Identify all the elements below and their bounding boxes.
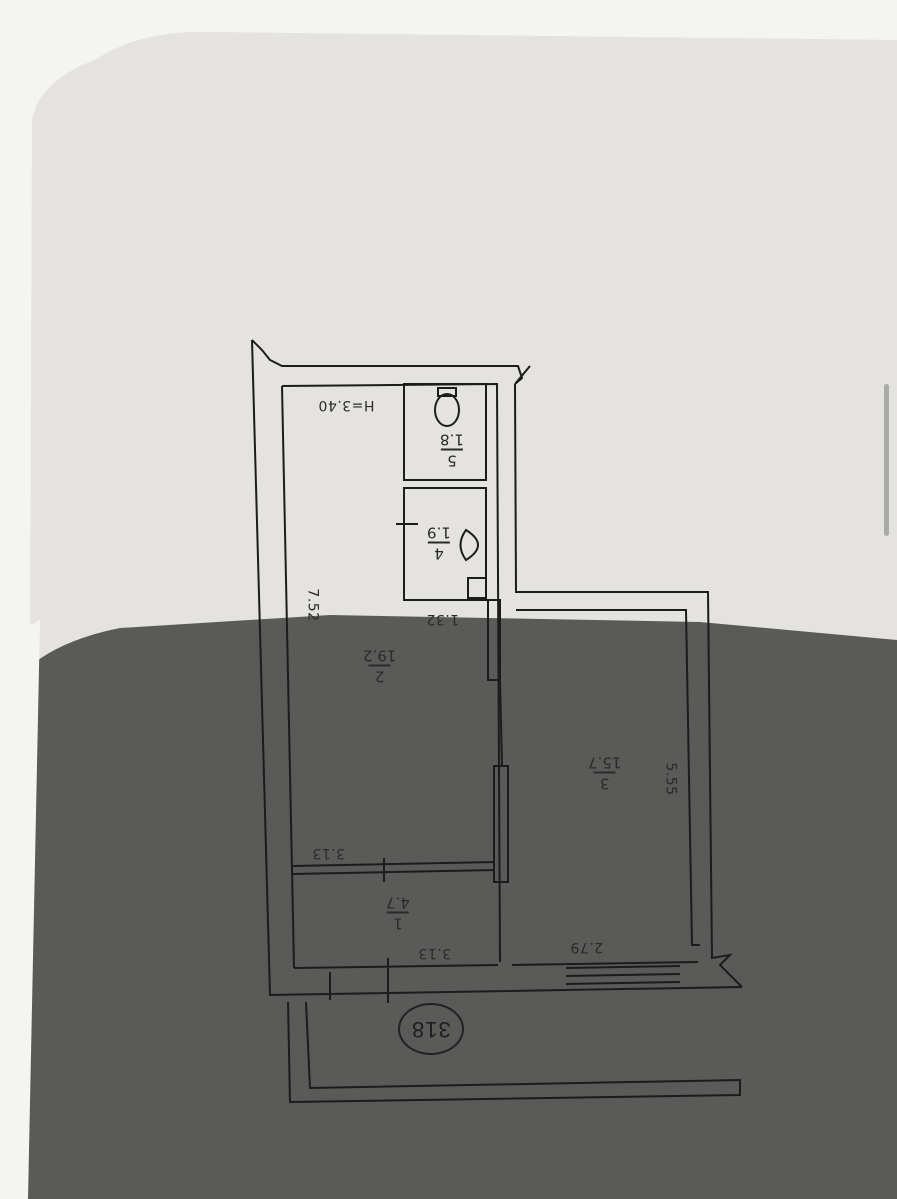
- room-3-label: 3 15.7: [588, 754, 622, 793]
- room-5-label: 5 1.8: [440, 431, 464, 470]
- room-5-area: 1.8: [440, 431, 464, 449]
- ceiling-height-label: H=3.40: [318, 397, 375, 413]
- dimension-left-length: 7.52: [304, 588, 321, 622]
- dimension-room1-bottom-width: 3.13: [418, 945, 452, 961]
- room-1-number: 1: [393, 914, 403, 933]
- room-2-number: 2: [374, 667, 385, 686]
- room-3-number: 3: [599, 774, 610, 793]
- room-4-label: 4 1.9: [427, 524, 451, 563]
- dimension-room3-width: 2.79: [570, 939, 604, 955]
- room-5-number: 5: [447, 451, 457, 470]
- room-1-label: 1 4.7: [386, 894, 410, 933]
- apartment-number-badge: 318: [398, 1003, 464, 1055]
- room-4-number: 4: [434, 544, 444, 563]
- room-1-area: 4.7: [386, 894, 410, 912]
- room-2-label: 2 19.2: [363, 647, 397, 686]
- dimension-bath-width: 1.32: [426, 611, 460, 627]
- dimension-right-length: 5.55: [662, 762, 679, 796]
- room-4-area: 1.9: [427, 524, 451, 542]
- room-2-area: 19.2: [363, 647, 397, 665]
- scrollbar[interactable]: [884, 384, 889, 536]
- room-3-area: 15.7: [588, 754, 622, 772]
- dimension-room1-top-width: 3.13: [312, 845, 346, 861]
- plan-lines: [251, 339, 743, 1104]
- shadow-region: [28, 615, 897, 1199]
- apartment-number: 318: [411, 1017, 451, 1042]
